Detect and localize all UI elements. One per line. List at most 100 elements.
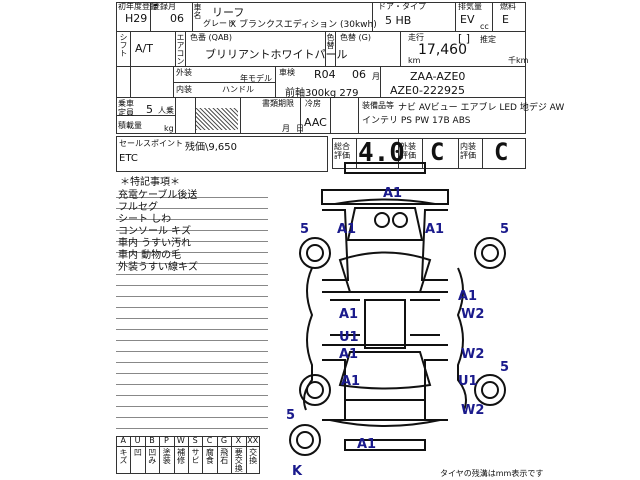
orig-color-label: 色替 (G) bbox=[340, 33, 371, 42]
note-line bbox=[116, 395, 268, 396]
model-code: ZAA-AZE0 bbox=[410, 70, 466, 83]
legend-code: C bbox=[206, 436, 213, 445]
exterior-grade-label: 外装評価 bbox=[400, 142, 416, 160]
grades-box bbox=[332, 138, 526, 169]
note-line bbox=[116, 263, 268, 264]
footer-note: タイヤの残溝はmm表示です bbox=[440, 469, 544, 478]
legend-meaning: 塗装 bbox=[162, 448, 172, 464]
year-value: H29 bbox=[125, 12, 148, 25]
mileage: 17,460 bbox=[418, 42, 467, 58]
ac-label: エアコン bbox=[176, 33, 185, 65]
damage-mark: A1 bbox=[383, 186, 403, 201]
sales-price: 残価\9,650 bbox=[185, 142, 237, 153]
legend-code: G bbox=[220, 436, 228, 445]
cooler: AAC bbox=[304, 116, 327, 129]
equip-line1: ナビ AVビュー エアブレ LED 地デジ AW bbox=[398, 103, 565, 113]
load-unit: kg bbox=[164, 124, 174, 133]
equip-label: 装備品等 bbox=[362, 101, 394, 110]
damage-mark: A1 bbox=[425, 222, 445, 237]
note-line bbox=[116, 406, 268, 407]
km-unit: km bbox=[408, 56, 421, 65]
exterior-grade: C bbox=[430, 138, 445, 166]
legend-meaning: 飛石 bbox=[219, 448, 229, 464]
mileage-label: 走行 bbox=[408, 33, 424, 42]
handle-label: ハンドル bbox=[222, 85, 254, 94]
note-item: シート しわ bbox=[118, 214, 172, 225]
cooler-label: 冷房 bbox=[305, 99, 321, 108]
damage-mark: A1 bbox=[339, 347, 359, 362]
month-unit: 月 bbox=[282, 124, 290, 133]
legend-code: P bbox=[163, 436, 169, 445]
note-line bbox=[116, 307, 268, 308]
sales-point-box bbox=[116, 136, 328, 172]
note-line bbox=[116, 417, 268, 418]
displacement: EV bbox=[460, 13, 475, 26]
note-line bbox=[116, 274, 268, 275]
sales-label: セールスポイント bbox=[119, 139, 183, 148]
reg-month-label: 登録月 bbox=[152, 2, 176, 11]
damage-mark: U1 bbox=[339, 330, 359, 345]
legend-code: U bbox=[134, 436, 141, 445]
hatch-area bbox=[196, 108, 238, 130]
legend-meaning: 交換 bbox=[248, 448, 258, 464]
capacity: 5 bbox=[146, 103, 153, 116]
orig-color-mark: 色替 bbox=[326, 33, 335, 49]
damage-mark: W2 bbox=[461, 347, 485, 362]
legend-meaning: 要交換 bbox=[234, 448, 244, 472]
damage-mark: A1 bbox=[458, 289, 478, 304]
legend-code: X bbox=[235, 436, 242, 445]
interior-grade: C bbox=[494, 138, 509, 166]
note-line bbox=[116, 373, 268, 374]
legend-meaning: サビ bbox=[191, 448, 200, 464]
damage-mark: A1 bbox=[339, 307, 359, 322]
color: ブリリアントホワイトパール bbox=[205, 48, 348, 61]
note-line bbox=[116, 197, 268, 198]
month-char: 月 bbox=[372, 72, 380, 81]
note-line bbox=[116, 252, 268, 253]
reg-month-value: 06 bbox=[170, 12, 184, 25]
legend-code: S bbox=[192, 436, 198, 445]
inspection-label: 車検 bbox=[279, 68, 295, 77]
equip-line2: インテリ PS PW 17B ABS bbox=[362, 116, 471, 126]
note-item: フルセグ bbox=[118, 202, 158, 213]
estimate-label: 推定 bbox=[480, 35, 496, 44]
inspection-value: R04 bbox=[314, 68, 336, 81]
mile-unit: 千km bbox=[508, 56, 529, 65]
damage-mark: A1 bbox=[341, 374, 361, 389]
legend-meaning: 補修 bbox=[176, 448, 186, 464]
legend-code: W bbox=[176, 436, 185, 445]
interior-label: 内装 bbox=[176, 85, 192, 94]
damage-mark: W2 bbox=[461, 307, 485, 322]
tire-mark: K bbox=[292, 464, 303, 479]
note-line bbox=[116, 285, 268, 286]
chassis: AZE0-222925 bbox=[390, 84, 465, 97]
capacity-unit: 人乗 bbox=[158, 106, 174, 115]
displacement-label: 排気量 bbox=[458, 2, 482, 11]
legend-meaning: 腐食 bbox=[205, 448, 215, 464]
note-item: 車内 動物の毛 bbox=[118, 250, 182, 261]
note-line bbox=[116, 230, 268, 231]
tire-mark: 5 bbox=[286, 408, 296, 423]
note-line bbox=[116, 241, 268, 242]
legend-meaning: キズ bbox=[119, 448, 128, 464]
tire-mark: 5 bbox=[300, 222, 310, 237]
fuel: E bbox=[502, 13, 509, 26]
note-item: コンソール キズ bbox=[118, 226, 192, 237]
color-label: 色番 (QAB) bbox=[190, 33, 233, 42]
damage-mark: A1 bbox=[357, 437, 377, 452]
tire-mark: 5 bbox=[500, 222, 510, 237]
year-label: 初年度登録 bbox=[118, 2, 158, 11]
note-item: 外装うすい線キズ bbox=[118, 262, 198, 273]
note-item: 車内 うすい汚れ bbox=[118, 238, 192, 249]
front-axle: 前軸300kg 279 bbox=[285, 88, 359, 99]
tire-mark: 5 bbox=[500, 360, 510, 375]
damage-mark: U1 bbox=[458, 374, 478, 389]
shift: A/T bbox=[135, 42, 153, 55]
total-label: 総合評価 bbox=[334, 142, 350, 160]
legend-code: B bbox=[149, 436, 155, 445]
legend-meaning: 凹 bbox=[133, 448, 143, 456]
note-line bbox=[116, 208, 268, 209]
door-type-label: ドア・タイプ bbox=[378, 2, 426, 11]
car-name: リーフ bbox=[212, 6, 245, 19]
